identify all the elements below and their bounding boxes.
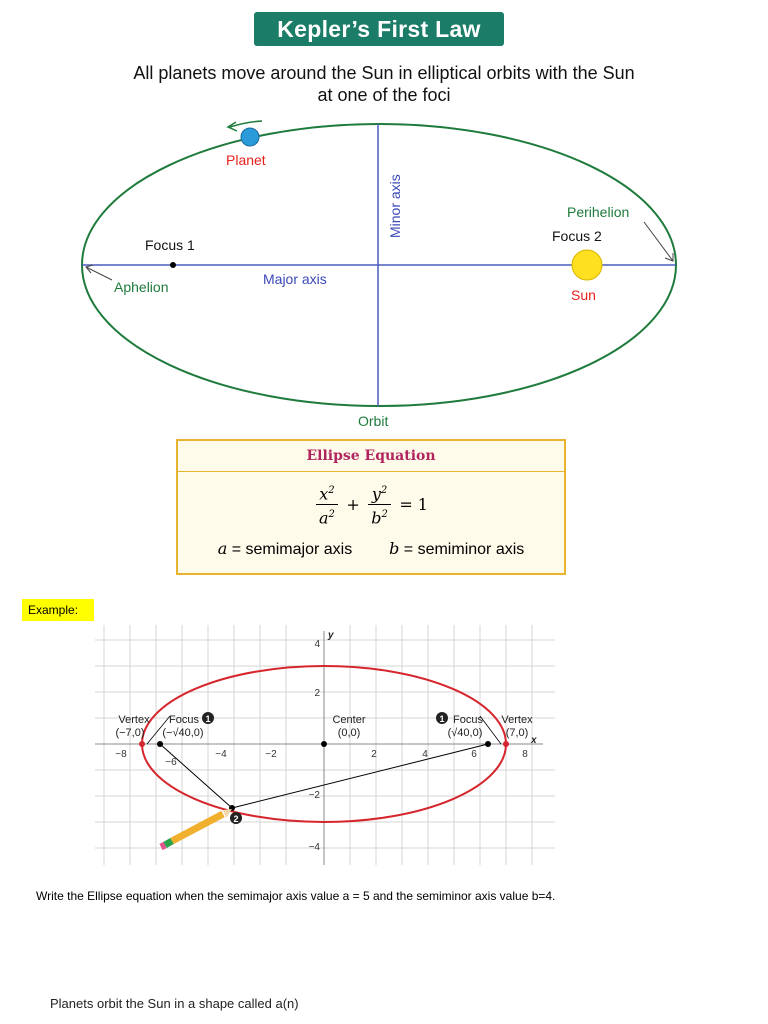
x-axis-label: x	[530, 735, 537, 746]
major-axis-label: Major axis	[263, 271, 327, 287]
orbit-diagram: Planet Focus 1 Aphelion Major axis Minor…	[81, 120, 677, 429]
planet-label: Planet	[226, 152, 266, 168]
a-symbol: a	[217, 539, 228, 558]
y-axis-label: y	[327, 630, 334, 641]
focus-right-segment	[231, 743, 489, 809]
orbit-label: Orbit	[358, 413, 388, 429]
x-tick-label: 4	[422, 749, 428, 760]
x-tick-label: 8	[522, 749, 528, 760]
equals-one: = 1	[399, 495, 428, 515]
y-tick-labels: 4 2 −2 −4	[309, 639, 321, 853]
example-label: Example:	[22, 599, 94, 621]
focus-right-coord: (√40,0)	[448, 727, 483, 739]
svg-text:1: 1	[439, 714, 444, 724]
point-marker-2: 2	[230, 812, 242, 824]
equation-definitions: a = semimajor axis b = semiminor axis	[178, 539, 564, 559]
vertex-right-coord: (7,0)	[506, 727, 529, 739]
planet-icon	[240, 127, 260, 147]
y-tick-label: −4	[309, 842, 321, 853]
vertex-left-leader	[146, 715, 171, 745]
b-symbol: b	[389, 539, 400, 558]
subtitle: All planets move around the Sun in ellip…	[60, 62, 708, 106]
y-tick-label: −2	[309, 790, 321, 801]
point-labels: Vertex (−7,0) Focus (−√40,0) Center (0,0…	[115, 714, 533, 739]
vertex-right-leader	[479, 715, 502, 745]
vertex-left-label: Vertex	[118, 714, 150, 726]
a-definition: = semimajor axis	[227, 541, 353, 558]
x-tick-label: 2	[371, 749, 377, 760]
x-tick-label: 6	[471, 749, 477, 760]
aphelion-pointer-icon	[85, 264, 113, 281]
focus-right-label: Focus	[453, 714, 483, 726]
y-tick-label: 4	[314, 639, 320, 650]
focus-left-coord: (−√40,0)	[162, 727, 203, 739]
equation-header: Ellipse Equation	[178, 441, 564, 472]
vertex-right-point	[503, 741, 509, 747]
y-tick-label: 2	[314, 688, 320, 699]
motion-arrow-icon	[226, 120, 263, 132]
svg-text:1: 1	[205, 714, 210, 724]
focus-left-segment	[159, 743, 233, 809]
aphelion-label: Aphelion	[114, 279, 169, 295]
focus-left-label: Focus	[169, 714, 199, 726]
y-fraction: y2 b2	[368, 481, 391, 529]
plus-sign: +	[346, 495, 360, 515]
center-label: Center	[332, 714, 365, 726]
x-tick-label: −2	[265, 749, 277, 760]
sun-icon	[571, 249, 603, 281]
b-definition: = semiminor axis	[399, 541, 525, 558]
minor-axis-label: Minor axis	[387, 174, 403, 238]
subtitle-line-2: at one of the foci	[317, 85, 451, 105]
x-fraction: x2 a2	[316, 481, 338, 529]
perihelion-label: Perihelion	[567, 204, 629, 220]
center-coord: (0,0)	[338, 727, 361, 739]
x-tick-label: −6	[165, 757, 177, 768]
ellipse-equation-box: Ellipse Equation x2 a2 + y2 b2 = 1 a = s…	[176, 439, 566, 575]
perihelion-pointer-icon	[643, 221, 674, 262]
fill-in-prompt: Planets orbit the Sun in a shape called …	[50, 996, 299, 1011]
center-point	[321, 741, 327, 747]
pencil-icon	[159, 809, 232, 851]
focus-marker-1-left: 1	[202, 712, 214, 724]
svg-text:2: 2	[233, 814, 238, 824]
x-tick-label: −8	[115, 749, 127, 760]
vertex-right-label: Vertex	[501, 714, 533, 726]
focus-2-label: Focus 2	[552, 228, 602, 244]
focus-marker-1-right: 1	[436, 712, 448, 724]
x-tick-labels: −8 −6 −4 −2 2 4 6 8	[115, 749, 528, 768]
subtitle-line-1: All planets move around the Sun in ellip…	[133, 63, 635, 83]
page-title: Kepler’s First Law	[254, 12, 504, 46]
focus-1-dot	[170, 262, 176, 268]
question-text: Write the Ellipse equation when the semi…	[36, 889, 556, 903]
vertex-left-point	[139, 741, 145, 747]
sun-label: Sun	[571, 287, 596, 303]
ellipse-formula: x2 a2 + y2 b2 = 1	[178, 481, 564, 529]
vertex-left-coord: (−7,0)	[115, 727, 144, 739]
ellipse-example-graph: 1 1 2 y x −8 −6 −4 −2 2 4 6 8 4 2 −2 −4 …	[95, 625, 555, 865]
x-tick-label: −4	[215, 749, 227, 760]
focus-1-label: Focus 1	[145, 237, 195, 253]
